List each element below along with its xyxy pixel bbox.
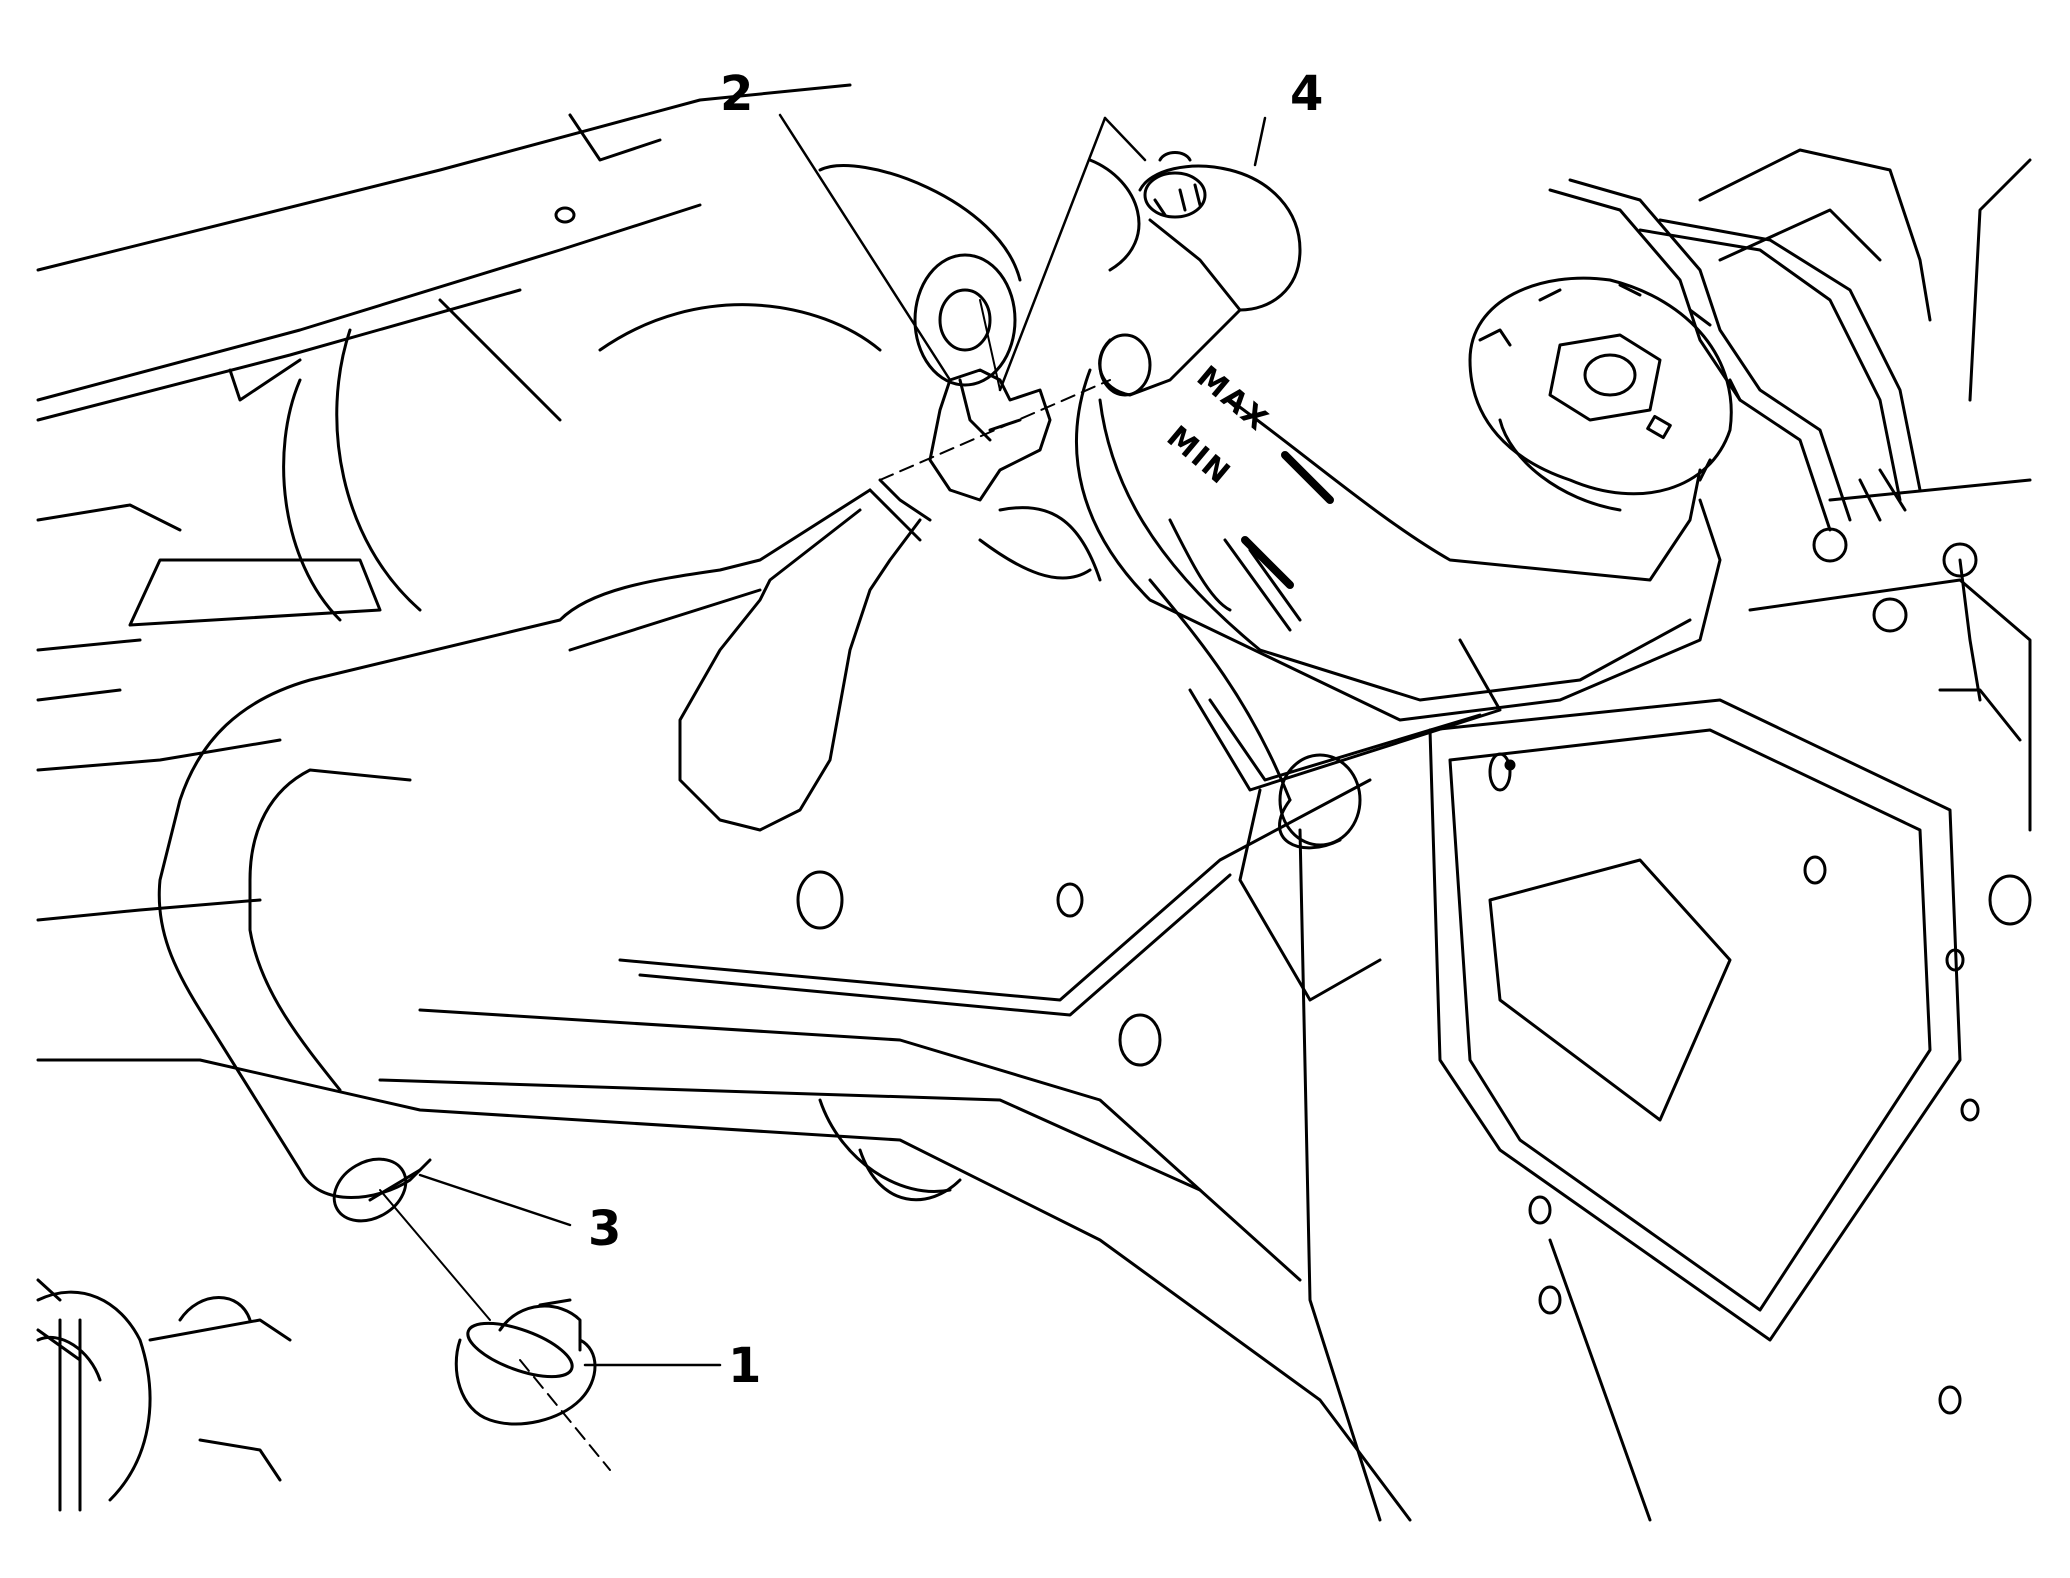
hose-connector-elbow [1098, 151, 1302, 397]
callout-leaders [418, 113, 1267, 1367]
housing-background [282, 158, 1141, 622]
hose [157, 478, 932, 1223]
reservoir-cap [1468, 276, 1742, 512]
upper-crossmember [36, 83, 852, 702]
leader-4c [1253, 116, 1267, 167]
callout-2: 2 [720, 66, 753, 122]
lower-subframe [36, 738, 1962, 1522]
callout-1: 1 [728, 1338, 761, 1394]
abs-module [1428, 478, 2032, 1342]
hose-clamp-lower [454, 1298, 597, 1426]
exploded-view-lines [379, 299, 1111, 1471]
callout-4: 4 [1290, 66, 1323, 122]
callout-numbers: 1 2 3 4 [588, 66, 1323, 1394]
callout-3: 3 [588, 1201, 621, 1257]
brake-fluid-reservoir [978, 368, 1722, 850]
leader-4a [998, 116, 1107, 392]
max-marking: MAX [1190, 359, 1275, 439]
leader-4b [1103, 116, 1147, 162]
min-marking: MIN [1160, 419, 1238, 492]
leader-2 [778, 113, 952, 382]
lower-left-component [36, 1290, 292, 1512]
leader-3 [418, 1173, 572, 1227]
bracket-frame [618, 638, 1502, 1017]
brake-lines [1548, 148, 2032, 742]
hose-clamp-upper [928, 368, 1052, 502]
